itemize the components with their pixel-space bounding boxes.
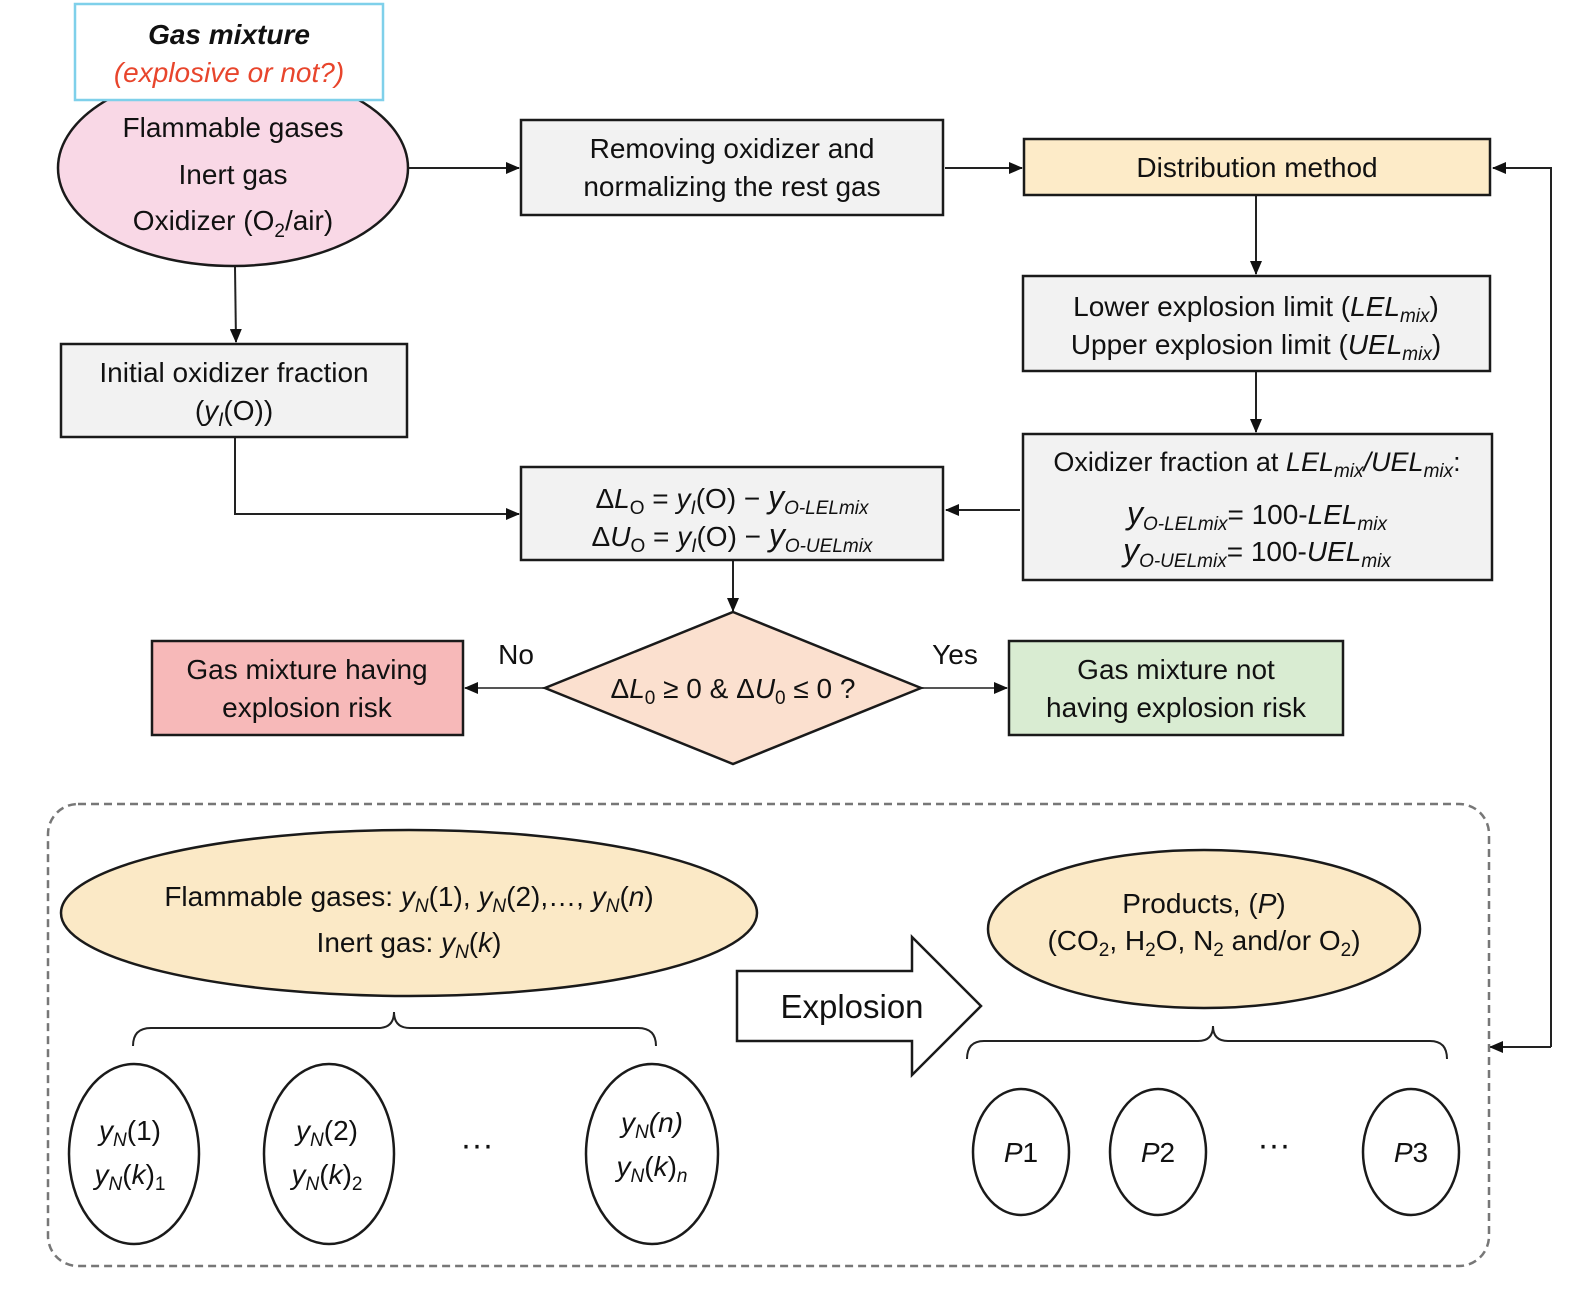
- input-line-oxidizer: Oxidizer (O2/air): [133, 205, 333, 242]
- panel-dashed-border: [46, 802, 1491, 1268]
- products-ellipse-shape: [986, 848, 1422, 1010]
- delta-box-shape: [519, 465, 945, 562]
- no-explosion-risk-box: Gas mixture not having explosion risk: [1007, 639, 1345, 737]
- title-box: Gas mixture (explosive or not?): [73, 2, 385, 102]
- gases-brace: [132, 1011, 657, 1047]
- decision-condition: ΔL0 ≥ 0 & ΔU0 ≤ 0 ?: [611, 673, 856, 709]
- gas-item-n-line2: yN(k)n: [615, 1151, 688, 1187]
- limits-box-shape: [1021, 274, 1492, 373]
- no-risk-box-shape: [1007, 639, 1345, 737]
- risk-line2: explosion risk: [222, 692, 393, 723]
- products-line1: Products, (P): [1122, 888, 1285, 919]
- oxidizer-fraction-heading: Oxidizer fraction at LELmix/UELmix:: [1053, 447, 1460, 482]
- subtitle-question: (explosive or not?): [114, 57, 344, 88]
- initial-box-shape: [59, 342, 409, 439]
- remove-line2: normalizing the rest gas: [583, 171, 880, 202]
- gas-item-ellipse-1: [67, 1062, 201, 1246]
- distribution-box-shape: [1022, 137, 1492, 197]
- gas-item-ellipse-n: [584, 1062, 720, 1246]
- explosion-arrow-shape: [735, 933, 983, 1079]
- feedback-line-to-distribution: [1492, 162, 1552, 1047]
- gas-items-ellipsis: ···: [461, 1126, 494, 1163]
- initial-line1: Initial oxidizer fraction: [99, 357, 368, 388]
- gases-ellipse-shape: [59, 828, 759, 998]
- decision-yes-label: Yes: [932, 639, 978, 670]
- decision-shape: [541, 610, 925, 766]
- decision-diamond: ΔL0 ≥ 0 & ΔU0 ≤ 0 ? No Yes: [498, 610, 978, 766]
- gas-item-1-line1: yN(1): [97, 1115, 161, 1151]
- connectors: [229, 162, 1552, 1053]
- lel-line: Lower explosion limit (LELmix): [1073, 291, 1439, 327]
- oxidizer-fraction-box: Oxidizer fraction at LELmix/UELmix: yO-L…: [1021, 432, 1494, 582]
- distribution-method-box: Distribution method: [1022, 137, 1492, 197]
- product-ellipse-1: [971, 1087, 1071, 1217]
- title-text: Gas mixture: [148, 19, 310, 50]
- product-2-label: P2: [1141, 1137, 1175, 1168]
- connector-input-to-initial: [229, 266, 242, 343]
- uel-line: Upper explosion limit (UELmix): [1071, 329, 1441, 365]
- delta-l-equation: ΔLO = yI(O) − yO-LELmix: [595, 479, 870, 519]
- gases-flammable-line: Flammable gases: yN(1), yN(2),…, yN(n): [164, 881, 653, 917]
- delta-equations-box: ΔLO = yI(O) − yO-LELmix ΔUO = yI(O) − yO…: [519, 465, 945, 562]
- product-3-label: P3: [1394, 1137, 1428, 1168]
- risk-line1: Gas mixture having: [186, 654, 427, 685]
- initial-line2: (yI(O)): [195, 395, 273, 431]
- product-ellipse-3: [1361, 1087, 1461, 1217]
- gas-item-1-line2: yN(k)1: [93, 1159, 166, 1195]
- decision-no-label: No: [498, 639, 534, 670]
- input-ellipse: Flammable gases Inert gas Oxidizer (O2/a…: [56, 68, 410, 268]
- title-box-border: [73, 2, 385, 102]
- distribution-label: Distribution method: [1136, 152, 1377, 183]
- product-1-label: P1: [1004, 1137, 1038, 1168]
- input-line-flammable: Flammable gases: [123, 112, 344, 143]
- initial-oxidizer-box: Initial oxidizer fraction (yI(O)): [59, 342, 409, 439]
- delta-u-equation: ΔUO = yI(O) − yO-UELmix: [592, 517, 874, 557]
- gases-inert-line: Inert gas: yN(k): [317, 927, 502, 963]
- oxidizer-fraction-box-shape: [1021, 432, 1494, 582]
- input-line-inert: Inert gas: [179, 159, 288, 190]
- no-risk-line2: having explosion risk: [1046, 692, 1307, 723]
- gas-item-2-line1: yN(2): [294, 1115, 358, 1151]
- product-items-ellipsis: ···: [1258, 1126, 1291, 1163]
- explosion-limits-box: Lower explosion limit (LELmix) Upper exp…: [1021, 274, 1492, 373]
- no-risk-line1: Gas mixture not: [1077, 654, 1275, 685]
- remove-box-shape: [519, 118, 945, 217]
- explosion-model-panel: Flammable gases: yN(1), yN(2),…, yN(n) I…: [46, 802, 1491, 1268]
- oxidizer-uel-equation: yO-UELmix= 100-UELmix: [1121, 532, 1392, 572]
- remove-line1: Removing oxidizer and: [590, 133, 875, 164]
- products-brace: [966, 1025, 1448, 1060]
- products-line2: (CO2, H2O, N2 and/or O2): [1047, 925, 1360, 961]
- explosion-risk-box: Gas mixture having explosion risk: [150, 639, 465, 737]
- explosion-label: Explosion: [780, 988, 923, 1025]
- product-ellipse-2: [1108, 1087, 1208, 1217]
- gas-item-ellipse-2: [262, 1062, 396, 1246]
- remove-oxidizer-box: Removing oxidizer and normalizing the re…: [519, 118, 945, 217]
- gas-item-n-line1: yN(n): [619, 1107, 683, 1143]
- oxidizer-lel-equation: yO-LELmix= 100-LELmix: [1125, 495, 1389, 535]
- gas-item-2-line2: yN(k)2: [290, 1159, 363, 1195]
- connector-initial-to-delta: [234, 437, 520, 520]
- risk-box-shape: [150, 639, 465, 737]
